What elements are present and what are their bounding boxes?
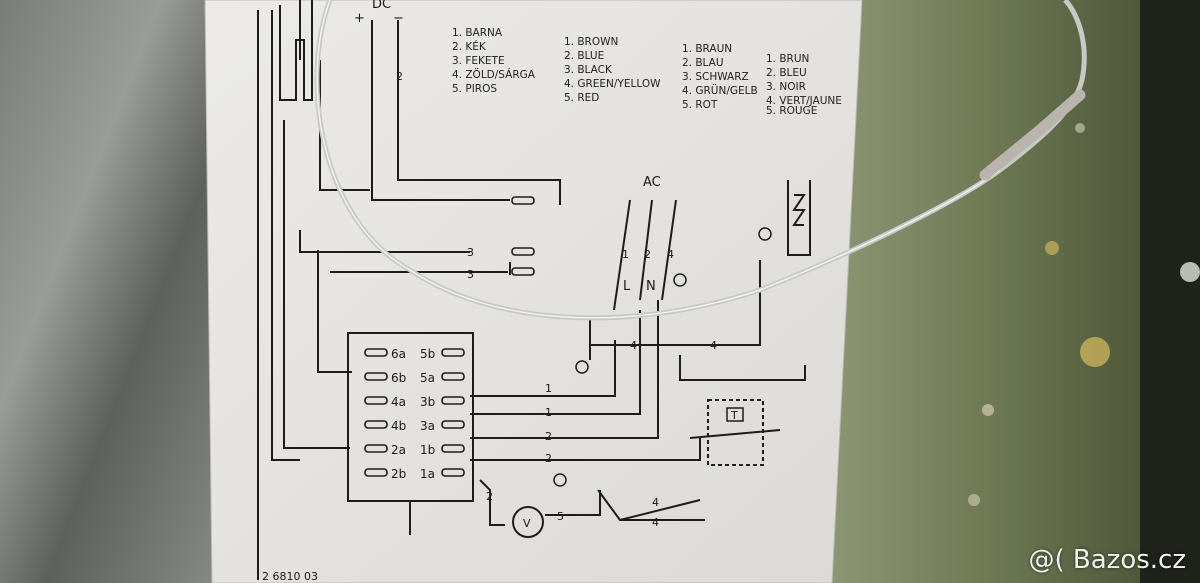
- legend-de-1: 1. BRAUN: [682, 43, 732, 55]
- legend-hu-1: 1. BARNA: [452, 27, 503, 39]
- legend-fr-3: 3. NOIR: [766, 81, 806, 93]
- wire-number-dc: 2: [396, 70, 403, 83]
- pin-4b: 4b: [391, 419, 406, 433]
- pin-3b: 3b: [420, 395, 435, 409]
- wire-number-2-left: 2: [486, 490, 493, 503]
- legend-en-4: 4. GREEN/YELLOW: [564, 78, 661, 90]
- wire-number-4-lower: 4: [652, 496, 659, 509]
- pin-4a: 4a: [391, 395, 406, 409]
- legend-hu-5: 5. PIROS: [452, 83, 497, 95]
- ac-wire-1: 1: [622, 248, 629, 261]
- dc-minus: −: [393, 11, 404, 26]
- legend-hu-3: 3. FEKETE: [452, 55, 505, 67]
- wire-number-5: 5: [557, 510, 564, 523]
- tube-tape: [979, 89, 1086, 181]
- pin-5b: 5b: [420, 347, 435, 361]
- wire-number-3a: 3: [467, 246, 474, 259]
- wire-number-4a: 4: [630, 339, 637, 352]
- wire-number-2-top: 2: [545, 430, 552, 443]
- wall-dot: [1080, 337, 1110, 367]
- earth-symbols: [553, 227, 772, 487]
- legend-de-4: 4. GRÜN/GELB: [682, 84, 758, 97]
- terminal-l: L: [623, 279, 631, 294]
- legend-english: 1. BROWN 2. BLUE 3. BLACK 4. GREEN/YELLO…: [564, 36, 661, 104]
- wall-dot: [982, 404, 994, 416]
- ac-label: AC: [643, 175, 661, 190]
- legend-hungarian: 1. BARNA 2. KÉK 3. FEKETE 4. ZÖLD/SÁRGA …: [452, 27, 536, 95]
- pin-2a: 2a: [391, 443, 406, 457]
- wire-number-1-top: 1: [545, 382, 552, 395]
- wall-dot: [968, 494, 980, 506]
- diagram-wires: [257, 0, 811, 580]
- left-metal-surface: [0, 0, 230, 583]
- legend-fr-2: 2. BLEU: [766, 67, 807, 79]
- connector-right-labels: 5b 5a 3b 3a 1b 1a: [420, 347, 435, 481]
- wire-number-1-bottom: 1: [545, 406, 552, 419]
- pin-5a: 5a: [420, 371, 435, 385]
- voltmeter-label: V: [523, 517, 531, 530]
- legend-fr-4: 4. VERT/JAUNE: [766, 95, 842, 107]
- ac-wire-2: 2: [644, 248, 651, 261]
- pin-6b: 6b: [391, 371, 406, 385]
- wire-number-4b: 4: [710, 339, 717, 352]
- thermostat-symbol: [726, 407, 744, 422]
- legend-en-3: 3. BLACK: [564, 64, 613, 76]
- part-code: 2 6810 03: [262, 570, 318, 583]
- legend-fr-1: 1. BRUN: [766, 53, 809, 65]
- dark-edge: [1140, 0, 1200, 583]
- pin-2b: 2b: [391, 467, 406, 481]
- legend-en-1: 1. BROWN: [564, 36, 618, 48]
- wire-number-3b: 3: [467, 268, 474, 281]
- pin-6a: 6a: [391, 347, 406, 361]
- capillary-tube-highlight: [316, 0, 1001, 319]
- watermark: @( Bazos.cz: [1028, 545, 1187, 575]
- thermostat-label: T: [730, 409, 738, 422]
- connector-plugs: [364, 196, 535, 477]
- pin-3a: 3a: [420, 419, 435, 433]
- edge-screw: [1180, 262, 1200, 282]
- legend-hu-4: 4. ZÖLD/SÁRGA: [452, 68, 536, 81]
- legend-en-2: 2. BLUE: [564, 50, 604, 62]
- legend-de-5: 5. ROT: [682, 99, 718, 111]
- legend-german: 1. BRAUN 2. BLAU 3. SCHWARZ 4. GRÜN/GELB…: [682, 43, 758, 111]
- ac-wire-4: 4: [667, 248, 674, 261]
- wall-dot: [1045, 241, 1059, 255]
- legend-de-3: 3. SCHWARZ: [682, 71, 749, 83]
- dc-label: DC: [372, 0, 391, 12]
- right-green-surface: [820, 0, 1150, 583]
- connector-left-labels: 6a 6b 4a 4b 2a 2b: [391, 347, 406, 481]
- legend-en-5: 5. RED: [564, 92, 599, 104]
- wall-dot: [1075, 123, 1085, 133]
- wire-number-4-lowest: 4: [652, 516, 659, 529]
- legend-de-2: 2. BLAU: [682, 57, 724, 69]
- terminal-n: N: [646, 279, 656, 294]
- pin-1b: 1b: [420, 443, 435, 457]
- voltmeter-symbol: [512, 506, 544, 538]
- legend-hu-2: 2. KÉK: [452, 40, 487, 53]
- dc-plus: +: [354, 11, 365, 26]
- pin-1a: 1a: [420, 467, 435, 481]
- wire-number-2-bottom: 2: [545, 452, 552, 465]
- legend-fr-5: 5. ROUGE: [766, 105, 817, 117]
- legend-french: 1. BRUN 2. BLEU 3. NOIR 4. VERT/JAUNE 5.…: [766, 53, 842, 117]
